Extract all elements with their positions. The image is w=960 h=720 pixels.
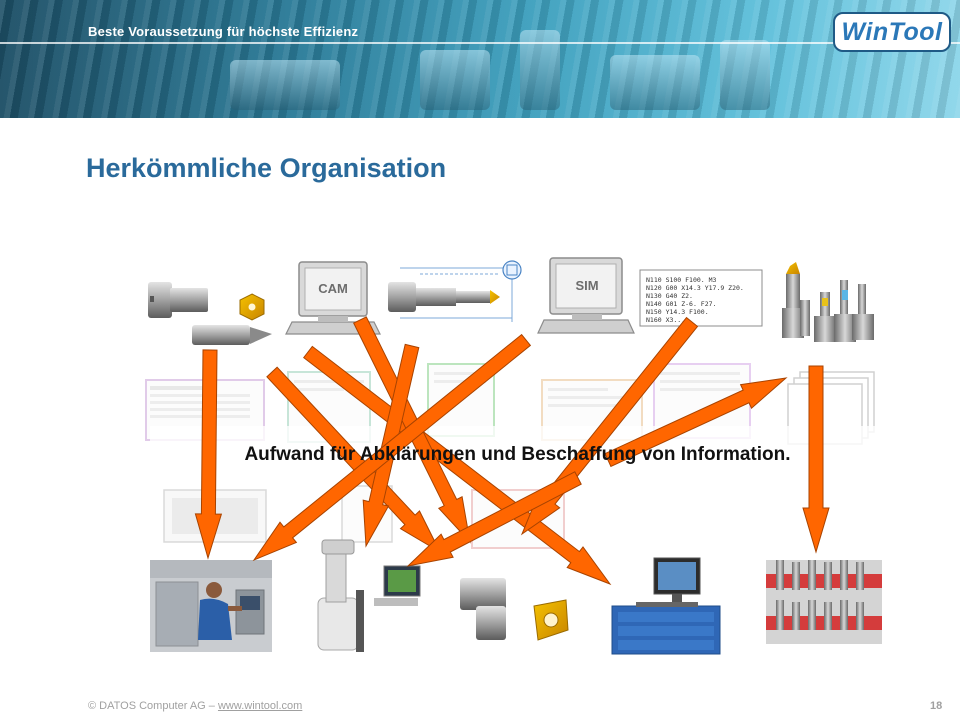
tool-assortment-icon [782, 262, 874, 342]
orange-arrow [604, 377, 788, 468]
footer-copyright: © DATOS Computer AG – www.wintool.com [88, 700, 302, 712]
tool-holder-icon [148, 282, 208, 318]
orange-arrow [266, 366, 442, 554]
tool-assembly-drawing [388, 260, 522, 322]
copyright-text: © DATOS Computer AG – [88, 700, 218, 712]
banner-decor [610, 55, 700, 110]
arrow-group [194, 316, 830, 586]
page-number: 18 [930, 700, 943, 712]
info-band [150, 426, 885, 484]
banner-decor [230, 60, 340, 110]
cam-label: CAM [318, 281, 348, 296]
nc-code-line: N160 X3... [646, 316, 685, 324]
nc-code-line: N130 G40 Z2. [646, 292, 693, 300]
wintool-logo: WinTool [833, 12, 951, 52]
presetting-device-photo [317, 539, 421, 652]
cam-monitor-icon [285, 261, 381, 335]
header-tagline: Beste Voraussetzung für höchste Effizien… [88, 24, 359, 39]
sim-label: SIM [575, 278, 598, 293]
banner-decor [720, 40, 770, 110]
website-link[interactable]: www.wintool.com [217, 700, 303, 712]
clamping-unit-photo [460, 578, 569, 641]
sim-monitor-icon [537, 257, 635, 334]
nc-code-block: N110 S100 F100. M3 N120 G00 X14.3 Y17.9 … [639, 269, 763, 327]
nc-code-line: N110 S100 F100. M3 [646, 276, 717, 284]
boring-bar-icon [192, 325, 272, 345]
cutting-insert-icon [239, 293, 265, 321]
storage-cabinet-photo [611, 557, 721, 655]
logo-text: WinTool [841, 17, 943, 46]
orange-arrow [252, 333, 532, 562]
orange-arrow [802, 365, 830, 554]
banner-decor [420, 50, 490, 110]
machine-operator-photo [150, 560, 272, 652]
nc-code-line: N120 G00 X14.3 Y17.9 Z20. [646, 284, 744, 292]
nc-code-line: N150 Y14.3 F100. [646, 308, 709, 316]
orange-arrow [194, 349, 223, 560]
tool-rack-photo [766, 560, 882, 644]
banner-divider [0, 42, 960, 44]
orange-arrow [406, 471, 582, 567]
page-title: Herkömmliche Organisation [86, 153, 447, 183]
header-banner: Beste Voraussetzung für höchste Effizien… [0, 0, 960, 118]
nc-code-line: N140 G01 Z-6. F27. [646, 300, 716, 308]
band-caption: Aufwand für Abklärungen und Beschaffung … [244, 444, 791, 465]
